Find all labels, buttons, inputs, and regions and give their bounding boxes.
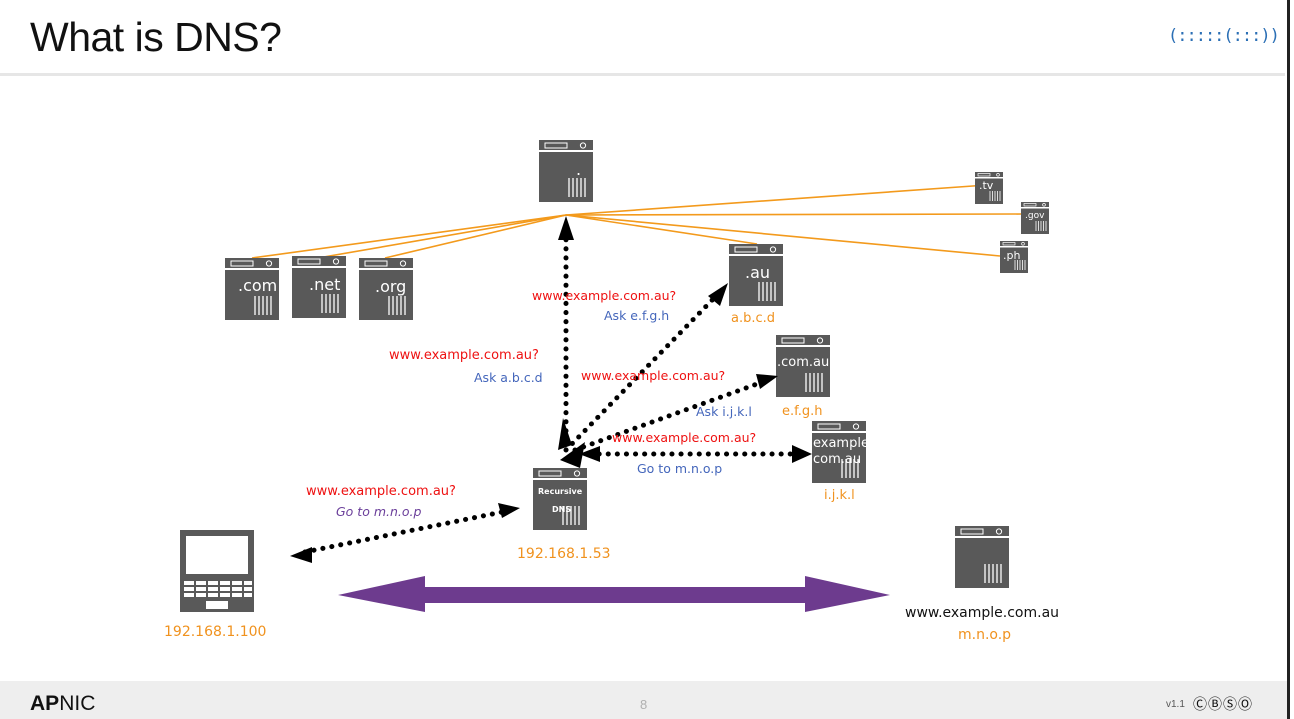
query-root: www.example.com.au? <box>389 348 539 363</box>
au-server: .au <box>728 243 784 307</box>
answer-root: Ask a.b.c.d <box>474 370 543 385</box>
comau-server: .com.au <box>775 334 831 398</box>
query-comau: www.example.com.au? <box>581 368 725 383</box>
arrow-to-client <box>302 507 515 555</box>
net-server: .net <box>291 255 347 319</box>
org-label: .org <box>375 277 406 296</box>
comau-label: .com.au <box>777 355 829 370</box>
answer-au: Ask e.f.g.h <box>604 308 669 323</box>
query-example: www.example.com.au? <box>612 430 756 445</box>
recursive-label-1: Recursive <box>538 487 583 496</box>
version-label: v1.1 <box>1166 699 1185 710</box>
ph-label: .ph <box>1003 249 1020 262</box>
apnic-logo: APNIC <box>30 692 96 715</box>
arrow-to-au <box>563 289 723 453</box>
tv-server: .tv <box>974 171 1004 205</box>
http-connection-arrow <box>338 576 890 612</box>
example-label-1: example <box>813 436 869 451</box>
slide-title: What is DNS? <box>30 14 282 60</box>
answer-example: Go to m.n.o.p <box>637 461 722 476</box>
com-label: .com <box>238 276 277 295</box>
footer-bar <box>0 681 1287 719</box>
recursive-label-2: DNS <box>552 505 571 514</box>
recursive-ip-label: 192.168.1.53 <box>517 546 611 562</box>
au-ip-label: a.b.c.d <box>731 311 775 326</box>
answer-client: Go to m.n.o.p <box>336 504 421 519</box>
query-au: www.example.com.au? <box>532 288 676 303</box>
web-name-label: www.example.com.au <box>905 605 1059 621</box>
ph-server: .ph <box>999 240 1029 274</box>
root-label: . <box>576 160 581 179</box>
title-divider <box>0 73 1285 76</box>
web-server <box>954 525 1010 589</box>
arrow-to-comau <box>572 377 771 453</box>
delegation-lines <box>251 184 1023 259</box>
header-logo: (:::::(:::)) <box>1168 26 1280 46</box>
arrowheads <box>290 216 812 563</box>
cc-license-icon: ⒸⒷⓈⓄ <box>1193 696 1253 712</box>
au-label: .au <box>745 263 770 282</box>
slide-edge <box>1287 0 1290 719</box>
gov-label: .gov <box>1025 211 1045 221</box>
laptop-icon <box>180 530 254 612</box>
answer-comau: Ask i.j.k.l <box>696 404 752 419</box>
example-server: example com.au <box>811 420 869 484</box>
example-ip-label: i.j.k.l <box>824 488 855 503</box>
web-ip-label: m.n.o.p <box>958 627 1011 643</box>
query-arrows <box>302 225 803 555</box>
tv-label: .tv <box>979 179 994 192</box>
gov-server: .gov <box>1020 201 1050 235</box>
recursive-dns-server: Recursive DNS <box>532 467 588 531</box>
laptop-ip-label: 192.168.1.100 <box>164 624 266 640</box>
example-label-2: com.au <box>813 452 861 467</box>
query-client: www.example.com.au? <box>306 484 456 499</box>
root-server: . <box>538 139 594 203</box>
org-server: .org <box>358 257 414 321</box>
comau-ip-label: e.f.g.h <box>782 404 823 419</box>
com-server: .com <box>224 257 280 321</box>
net-label: .net <box>309 275 340 294</box>
page-number: 8 <box>640 697 648 712</box>
